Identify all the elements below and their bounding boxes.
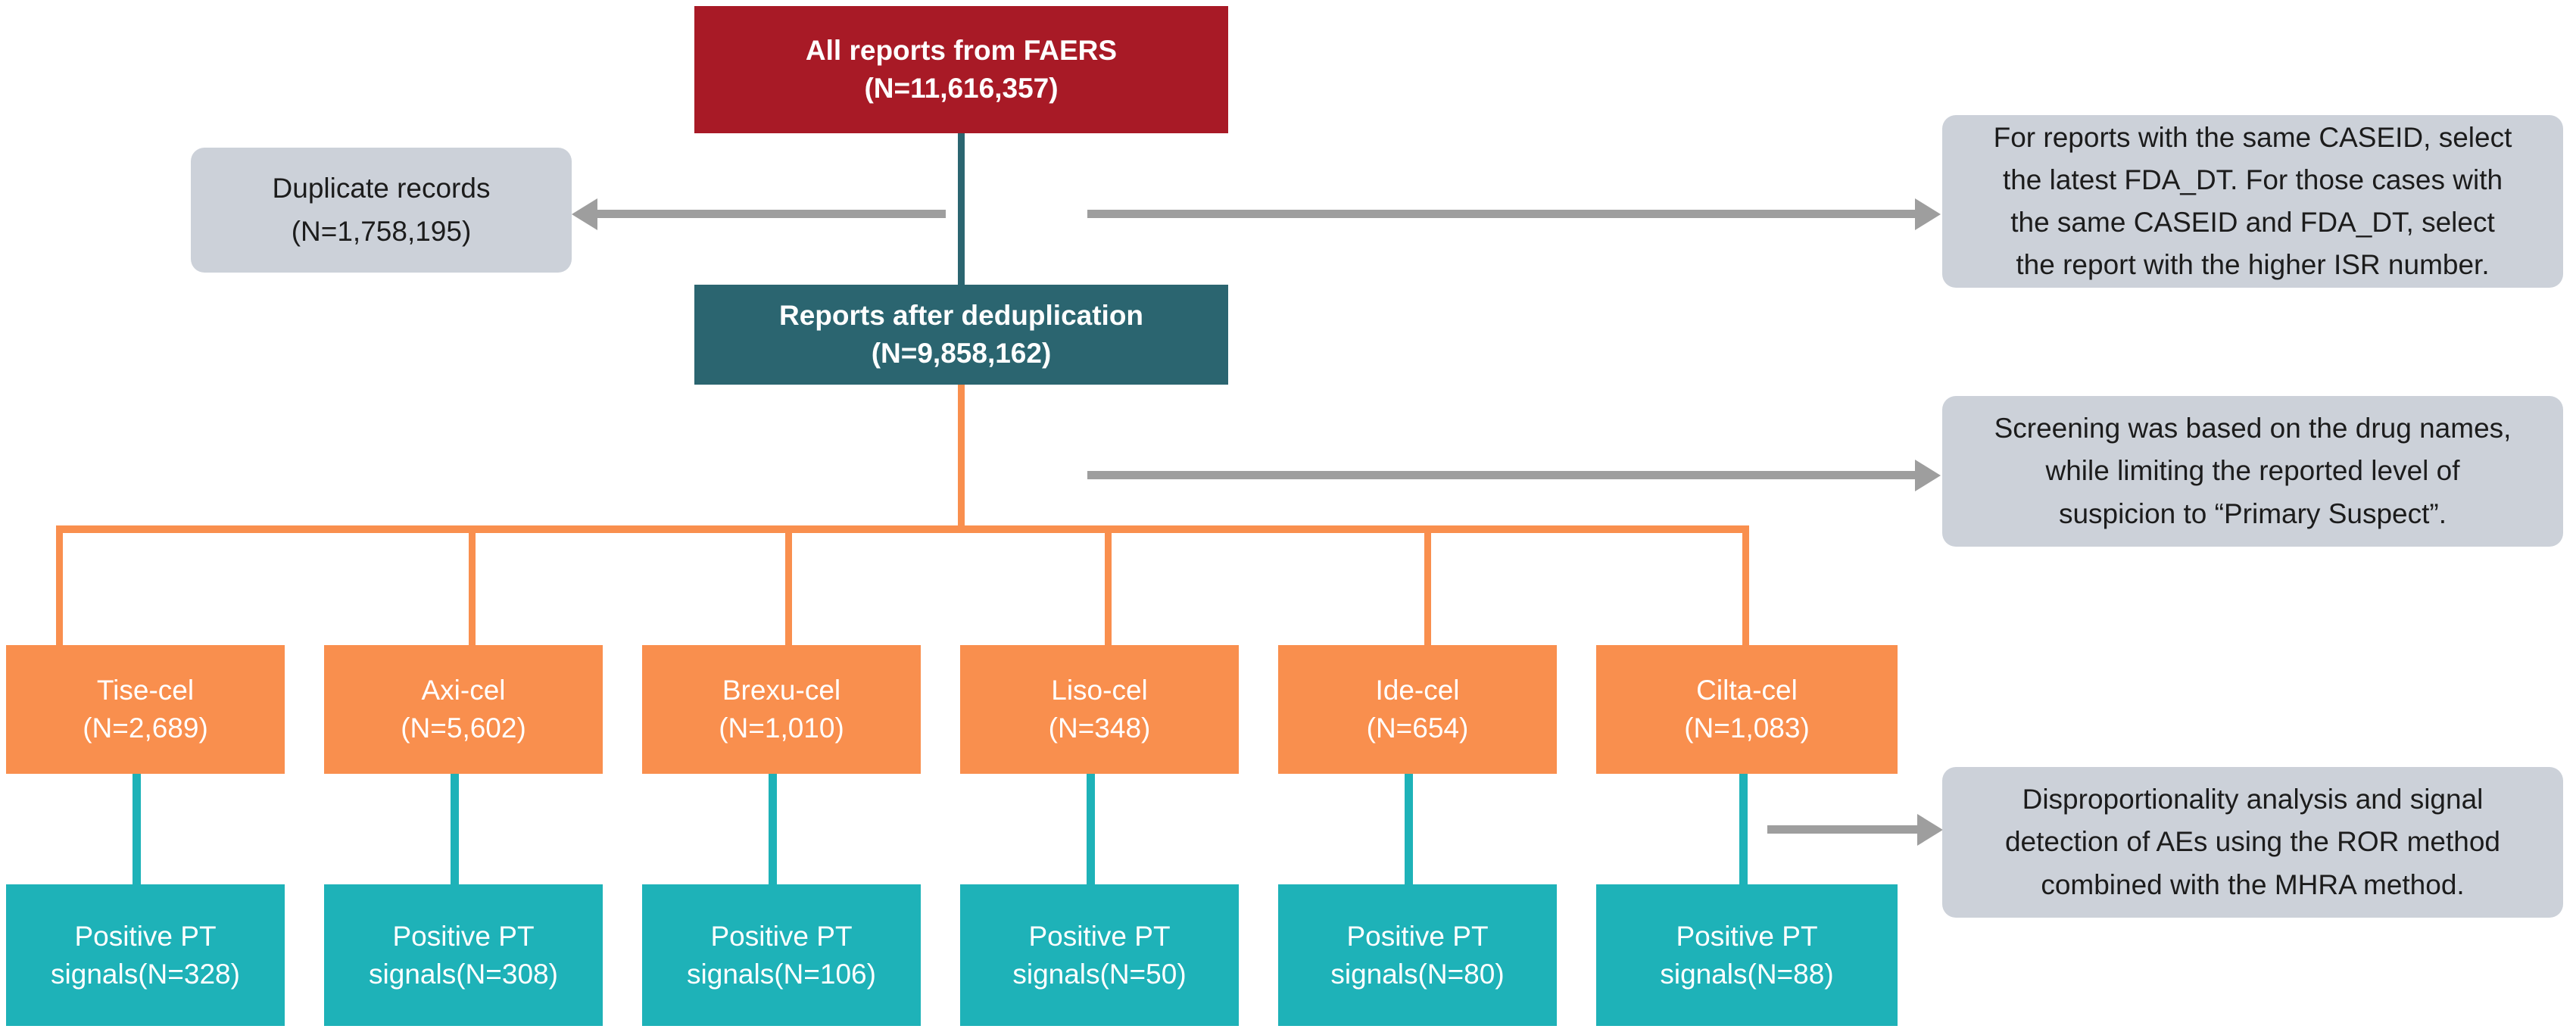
node-all-reports-title: All reports from FAERS bbox=[805, 35, 1118, 67]
node-signals-axi-cel[interactable]: Positive PT signals(N=308) bbox=[324, 884, 603, 1026]
node-signals-tise-cel-line-2: signals(N=328) bbox=[51, 958, 240, 990]
connector-bus-drop-4 bbox=[1105, 525, 1112, 647]
node-signals-cilta-cel[interactable]: Positive PT signals(N=88) bbox=[1596, 884, 1898, 1026]
node-signals-liso-cel-line-1: Positive PT bbox=[1028, 920, 1171, 952]
node-drug-ide-cel-name: Ide-cel bbox=[1375, 675, 1460, 706]
connector-drug-to-signal-4 bbox=[1087, 772, 1095, 886]
connector-drug-bus bbox=[56, 525, 1749, 533]
arrow-head-to-analysis-note bbox=[1917, 814, 1943, 846]
connector-bus-drop-3 bbox=[785, 525, 792, 647]
node-drug-tise-cel-name: Tise-cel bbox=[96, 675, 195, 706]
arrow-head-to-duplicates bbox=[572, 198, 597, 230]
connector-drug-to-signal-6 bbox=[1739, 772, 1748, 886]
arrow-shaft-to-analysis-note bbox=[1767, 825, 1917, 834]
node-signals-tise-cel[interactable]: Positive PT signals(N=328) bbox=[6, 884, 285, 1026]
node-drug-liso-cel-name: Liso-cel bbox=[1051, 675, 1148, 706]
node-drug-liso-cel-count: (N=348) bbox=[1048, 712, 1151, 744]
node-reports-after-deduplication[interactable]: Reports after deduplication (N=9,858,162… bbox=[694, 285, 1228, 385]
node-drug-tise-cel-count: (N=2,689) bbox=[83, 712, 208, 744]
connector-dedup-stem bbox=[958, 385, 965, 532]
note-screening-rule-line-2: while limiting the reported level of bbox=[2045, 455, 2460, 487]
node-signals-ide-cel[interactable]: Positive PT signals(N=80) bbox=[1278, 884, 1557, 1026]
note-analysis-rule-line-3: combined with the MHRA method. bbox=[2041, 868, 2465, 900]
node-signals-tise-cel-line-1: Positive PT bbox=[74, 920, 217, 952]
connector-bus-drop-6 bbox=[1742, 525, 1749, 647]
node-drug-liso-cel[interactable]: Liso-cel (N=348) bbox=[960, 645, 1239, 774]
node-duplicate-records[interactable]: Duplicate records (N=1,758,195) bbox=[191, 148, 572, 273]
node-signals-cilta-cel-line-2: signals(N=88) bbox=[1660, 958, 1834, 990]
arrow-shaft-to-duplicates bbox=[597, 210, 946, 218]
node-signals-brexu-cel[interactable]: Positive PT signals(N=106) bbox=[642, 884, 921, 1026]
connector-bus-drop-5 bbox=[1424, 525, 1431, 647]
node-drug-cilta-cel-count: (N=1,083) bbox=[1684, 712, 1810, 744]
node-drug-axi-cel[interactable]: Axi-cel (N=5,602) bbox=[324, 645, 603, 774]
node-signals-liso-cel-line-2: signals(N=50) bbox=[1012, 958, 1187, 990]
connector-drug-to-signal-5 bbox=[1405, 772, 1413, 886]
node-all-reports-count: (N=11,616,357) bbox=[864, 73, 1059, 104]
note-dedup-rule-line-3: the same CASEID and FDA_DT, select bbox=[2010, 207, 2495, 238]
connector-bus-drop-2 bbox=[469, 525, 476, 647]
node-reports-after-deduplication-title: Reports after deduplication bbox=[778, 300, 1144, 332]
connector-drug-to-signal-3 bbox=[769, 772, 777, 886]
node-drug-tise-cel[interactable]: Tise-cel (N=2,689) bbox=[6, 645, 285, 774]
note-dedup-rule-line-2: the latest FDA_DT. For those cases with bbox=[2002, 164, 2503, 195]
node-signals-ide-cel-line-1: Positive PT bbox=[1346, 920, 1489, 952]
node-drug-cilta-cel[interactable]: Cilta-cel (N=1,083) bbox=[1596, 645, 1898, 774]
node-all-reports[interactable]: All reports from FAERS (N=11,616,357) bbox=[694, 6, 1228, 133]
arrow-head-to-screening-note bbox=[1915, 460, 1941, 491]
arrow-shaft-to-screening-note bbox=[1087, 471, 1915, 479]
node-drug-axi-cel-count: (N=5,602) bbox=[401, 712, 526, 744]
note-screening-rule[interactable]: Screening was based on the drug names, w… bbox=[1942, 396, 2563, 547]
node-drug-cilta-cel-name: Cilta-cel bbox=[1696, 675, 1798, 706]
note-dedup-rule[interactable]: For reports with the same CASEID, select… bbox=[1942, 115, 2563, 288]
node-duplicate-records-count: (N=1,758,195) bbox=[291, 215, 472, 247]
node-signals-cilta-cel-line-1: Positive PT bbox=[1676, 920, 1818, 952]
arrow-head-to-dedup-note bbox=[1915, 198, 1941, 230]
node-duplicate-records-title: Duplicate records bbox=[272, 173, 491, 204]
node-drug-brexu-cel[interactable]: Brexu-cel (N=1,010) bbox=[642, 645, 921, 774]
node-signals-axi-cel-line-2: signals(N=308) bbox=[369, 958, 558, 990]
node-drug-axi-cel-name: Axi-cel bbox=[421, 675, 506, 706]
node-drug-ide-cel[interactable]: Ide-cel (N=654) bbox=[1278, 645, 1557, 774]
node-signals-axi-cel-line-1: Positive PT bbox=[392, 920, 535, 952]
connector-bus-drop-1 bbox=[56, 525, 63, 647]
node-drug-brexu-cel-count: (N=1,010) bbox=[719, 712, 844, 744]
node-signals-ide-cel-line-2: signals(N=80) bbox=[1330, 958, 1505, 990]
node-signals-brexu-cel-line-2: signals(N=106) bbox=[687, 958, 876, 990]
node-drug-brexu-cel-name: Brexu-cel bbox=[722, 675, 841, 706]
node-reports-after-deduplication-count: (N=9,858,162) bbox=[871, 338, 1052, 369]
node-drug-ide-cel-count: (N=654) bbox=[1366, 712, 1469, 744]
node-signals-liso-cel[interactable]: Positive PT signals(N=50) bbox=[960, 884, 1239, 1026]
note-screening-rule-line-3: suspicion to “Primary Suspect”. bbox=[2058, 497, 2447, 529]
note-dedup-rule-line-4: the report with the higher ISR number. bbox=[2016, 249, 2490, 281]
note-analysis-rule-line-2: detection of AEs using the ROR method bbox=[2004, 826, 2501, 858]
note-screening-rule-line-1: Screening was based on the drug names, bbox=[1994, 413, 2512, 444]
note-analysis-rule[interactable]: Disproportionality analysis and signal d… bbox=[1942, 767, 2563, 918]
node-signals-brexu-cel-line-1: Positive PT bbox=[710, 920, 853, 952]
connector-drug-to-signal-2 bbox=[451, 772, 459, 886]
note-dedup-rule-line-1: For reports with the same CASEID, select bbox=[1993, 121, 2512, 153]
connector-source-to-dedup bbox=[958, 130, 965, 285]
connector-drug-to-signal-1 bbox=[133, 772, 141, 886]
arrow-shaft-to-dedup-note bbox=[1087, 210, 1915, 218]
note-analysis-rule-line-1: Disproportionality analysis and signal bbox=[2022, 784, 2484, 815]
